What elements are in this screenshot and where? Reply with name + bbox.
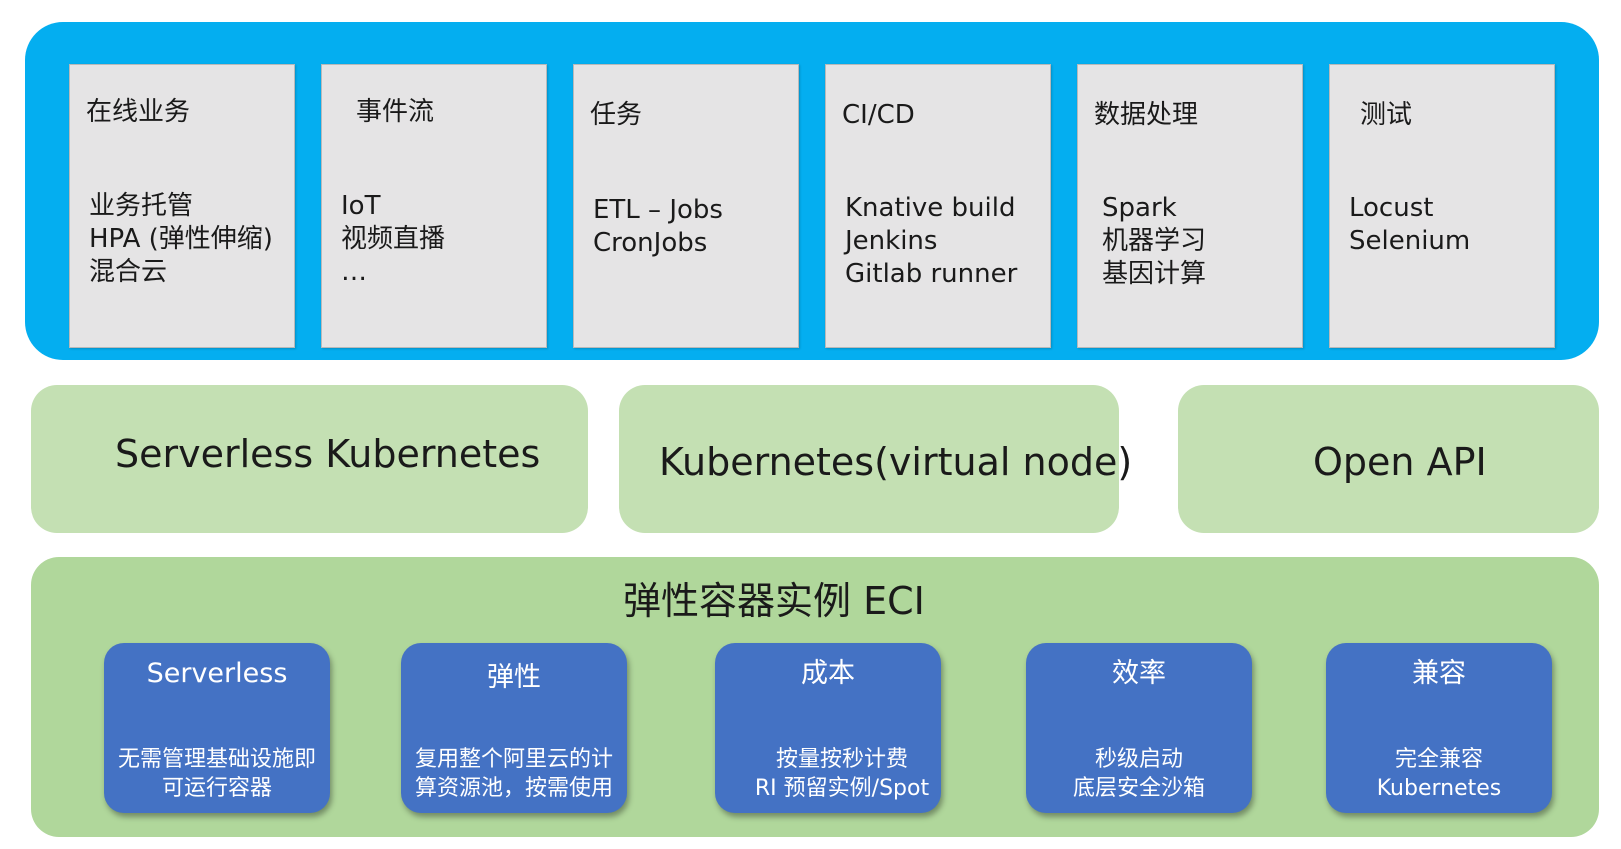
feature-title: Serverless <box>146 658 288 689</box>
workload-title: 测试 <box>1360 100 1413 130</box>
workload-card-data-processing: 数据处理 Spark 机器学习 基因计算 <box>1077 64 1303 348</box>
feature-cost: 成本 按量按秒计费 RI 预留实例/Spot <box>715 643 941 813</box>
workload-card-online: 在线业务 业务托管 HPA (弹性伸缩) 混合云 <box>69 64 295 348</box>
feature-title: 成本 <box>801 658 855 689</box>
platform-open-api: Open API <box>1178 385 1599 533</box>
feature-description: 无需管理基础设施即 可运行容器 <box>104 745 330 803</box>
feature-line: 算资源池，按需使用 <box>414 776 613 801</box>
platform-label: Kubernetes(virtual node) <box>659 440 1133 484</box>
workload-line: Jenkins <box>845 226 938 256</box>
feature-line: 复用整个阿里云的计 <box>414 747 613 772</box>
feature-line: 可运行容器 <box>161 776 272 801</box>
platform-label: Open API <box>1313 440 1487 484</box>
feature-title: 效率 <box>1112 658 1166 689</box>
workload-line: 视频直播 <box>341 224 446 254</box>
feature-description: 秒级启动 底层安全沙箱 <box>1026 745 1252 803</box>
workload-line: Spark <box>1102 193 1177 223</box>
feature-line: RI 预留实例/Spot <box>754 776 930 801</box>
workload-line: IoT <box>341 191 381 221</box>
feature-description: 完全兼容 Kubernetes <box>1326 745 1552 803</box>
feature-description: 复用整个阿里云的计 算资源池，按需使用 <box>401 745 627 803</box>
feature-title: 弹性 <box>487 662 541 693</box>
workload-line: 业务托管 <box>89 191 194 221</box>
feature-line: 按量按秒计费 <box>775 747 908 772</box>
eci-band: 弹性容器实例 ECI Serverless 无需管理基础设施即 可运行容器 弹性… <box>31 557 1599 837</box>
workload-line: Selenium <box>1349 226 1471 256</box>
workload-band: 在线业务 业务托管 HPA (弹性伸缩) 混合云 事件流 IoT 视频直播 … … <box>25 22 1599 360</box>
workload-line: 机器学习 <box>1102 226 1207 256</box>
workload-card-event-stream: 事件流 IoT 视频直播 … <box>321 64 547 348</box>
feature-line: Kubernetes <box>1376 776 1502 801</box>
workload-title: 事件流 <box>356 97 435 127</box>
workload-title: 任务 <box>590 100 643 130</box>
workload-line: … <box>341 257 367 287</box>
workload-line: Knative build <box>845 193 1016 223</box>
feature-title: 兼容 <box>1412 658 1466 689</box>
feature-line: 秒级启动 <box>1094 747 1183 772</box>
workload-line: HPA (弹性伸缩) <box>89 224 273 254</box>
feature-line: 底层安全沙箱 <box>1072 776 1205 801</box>
feature-description: 按量按秒计费 RI 预留实例/Spot <box>729 745 955 803</box>
workload-card-jobs: 任务 ETL – Jobs CronJobs <box>573 64 799 348</box>
platform-label: Serverless Kubernetes <box>115 432 541 476</box>
workload-title: 在线业务 <box>86 97 191 127</box>
workload-card-testing: 测试 Locust Selenium <box>1329 64 1555 348</box>
workload-title: CI/CD <box>842 100 915 130</box>
workload-title: 数据处理 <box>1094 100 1199 130</box>
platform-serverless-kubernetes: Serverless Kubernetes <box>31 385 588 533</box>
workload-line: 基因计算 <box>1102 259 1207 289</box>
platform-kubernetes-virtual-node: Kubernetes(virtual node) <box>619 385 1132 533</box>
feature-elasticity: 弹性 复用整个阿里云的计 算资源池，按需使用 <box>401 643 627 813</box>
feature-compatibility: 兼容 完全兼容 Kubernetes <box>1326 643 1552 813</box>
workload-line: Gitlab runner <box>845 259 1018 289</box>
workload-line: CronJobs <box>593 228 708 258</box>
feature-efficiency: 效率 秒级启动 底层安全沙箱 <box>1026 643 1252 813</box>
eci-title: 弹性容器实例 ECI <box>623 579 925 623</box>
workload-line: ETL – Jobs <box>593 195 723 225</box>
workload-line: 混合云 <box>89 257 168 287</box>
workload-line: Locust <box>1349 193 1434 223</box>
feature-line: 无需管理基础设施即 <box>117 747 316 772</box>
feature-line: 完全兼容 <box>1394 747 1483 772</box>
workload-card-cicd: CI/CD Knative build Jenkins Gitlab runne… <box>825 64 1051 348</box>
feature-serverless: Serverless 无需管理基础设施即 可运行容器 <box>104 643 330 813</box>
